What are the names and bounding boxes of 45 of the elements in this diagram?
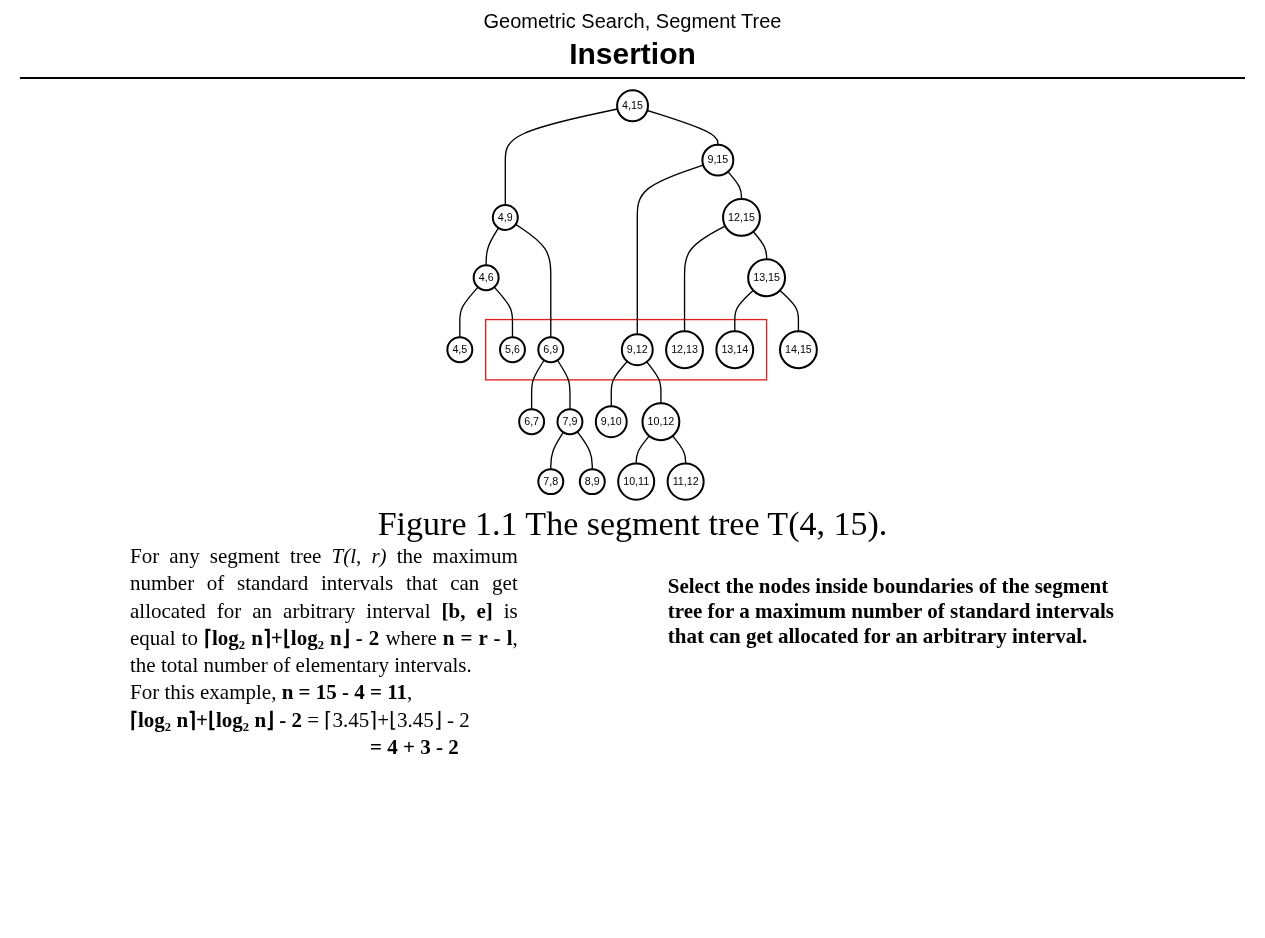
node-circle: 9,10 (595, 405, 629, 439)
node-circle: 5,6 (499, 336, 527, 364)
connector (611, 360, 629, 407)
connector (459, 286, 479, 338)
connector (494, 286, 514, 338)
connector (531, 359, 546, 410)
figure-caption: Figure 1.1 The segment tree T(4, 15). (377, 505, 888, 542)
node-circle: 12,13 (665, 330, 705, 370)
connector (505, 108, 619, 206)
connector (485, 227, 500, 266)
connector (727, 171, 743, 200)
node-circle: 12,15 (722, 198, 762, 237)
connector (577, 431, 594, 470)
slide-title: Insertion (569, 37, 696, 71)
body-text: For any segment tree T(l, r) the maximum number of standard intervals that can get allocated for an arbitrary interval [b, e] is equal to ⌈log₂ n⌉+⌊log₂ n⌋ - 2 where n = r - l, the total number of elementary intervals. (130, 543, 518, 680)
connector (779, 289, 800, 332)
node-circle: 7,8 (537, 468, 565, 496)
node-circle: 4,9 (492, 203, 520, 231)
connector (515, 223, 552, 338)
body-text: ⌈log₂ n⌉+⌊log₂ n⌋ - 2 = ⌈3.45⌉+⌊3.45⌋ - 2 (130, 706, 471, 734)
node-circle: 7,9 (556, 408, 584, 436)
node-circle: 6,7 (518, 408, 546, 436)
node-circle: 14,15 (779, 330, 819, 370)
node-circle: 4,5 (446, 336, 474, 364)
cluster (485, 318, 768, 381)
node-circle: 9,12 (621, 333, 655, 367)
node-circle: 6,9 (537, 336, 565, 364)
connector (557, 359, 571, 410)
node-circle: 10,12 (641, 402, 681, 442)
node-circle: 10,11 (617, 462, 656, 501)
body-text: Select the nodes inside boundaries of the segment tree for a maximum number of standard intervals that can get allocated for an arbitrary interval. (667, 574, 1115, 649)
node-circle: 11,12 (667, 462, 706, 501)
connector (550, 431, 565, 470)
connector (753, 230, 768, 260)
node-circle: 9,15 (701, 143, 735, 177)
node-circle: 4,15 (616, 89, 650, 123)
body-text: = 4 + 3 - 2 (369, 734, 460, 762)
header-subtitle: Geometric Search, Segment Tree (483, 10, 782, 33)
node-circle: 13,14 (715, 330, 755, 370)
body-text: For this example, n = 15 - 4 = 11, (130, 679, 414, 707)
node-circle: 8,9 (579, 468, 607, 496)
node-circle: 13,15 (747, 258, 787, 298)
node-circle: 4,6 (473, 264, 500, 292)
connector (734, 289, 755, 332)
connector (646, 361, 662, 404)
